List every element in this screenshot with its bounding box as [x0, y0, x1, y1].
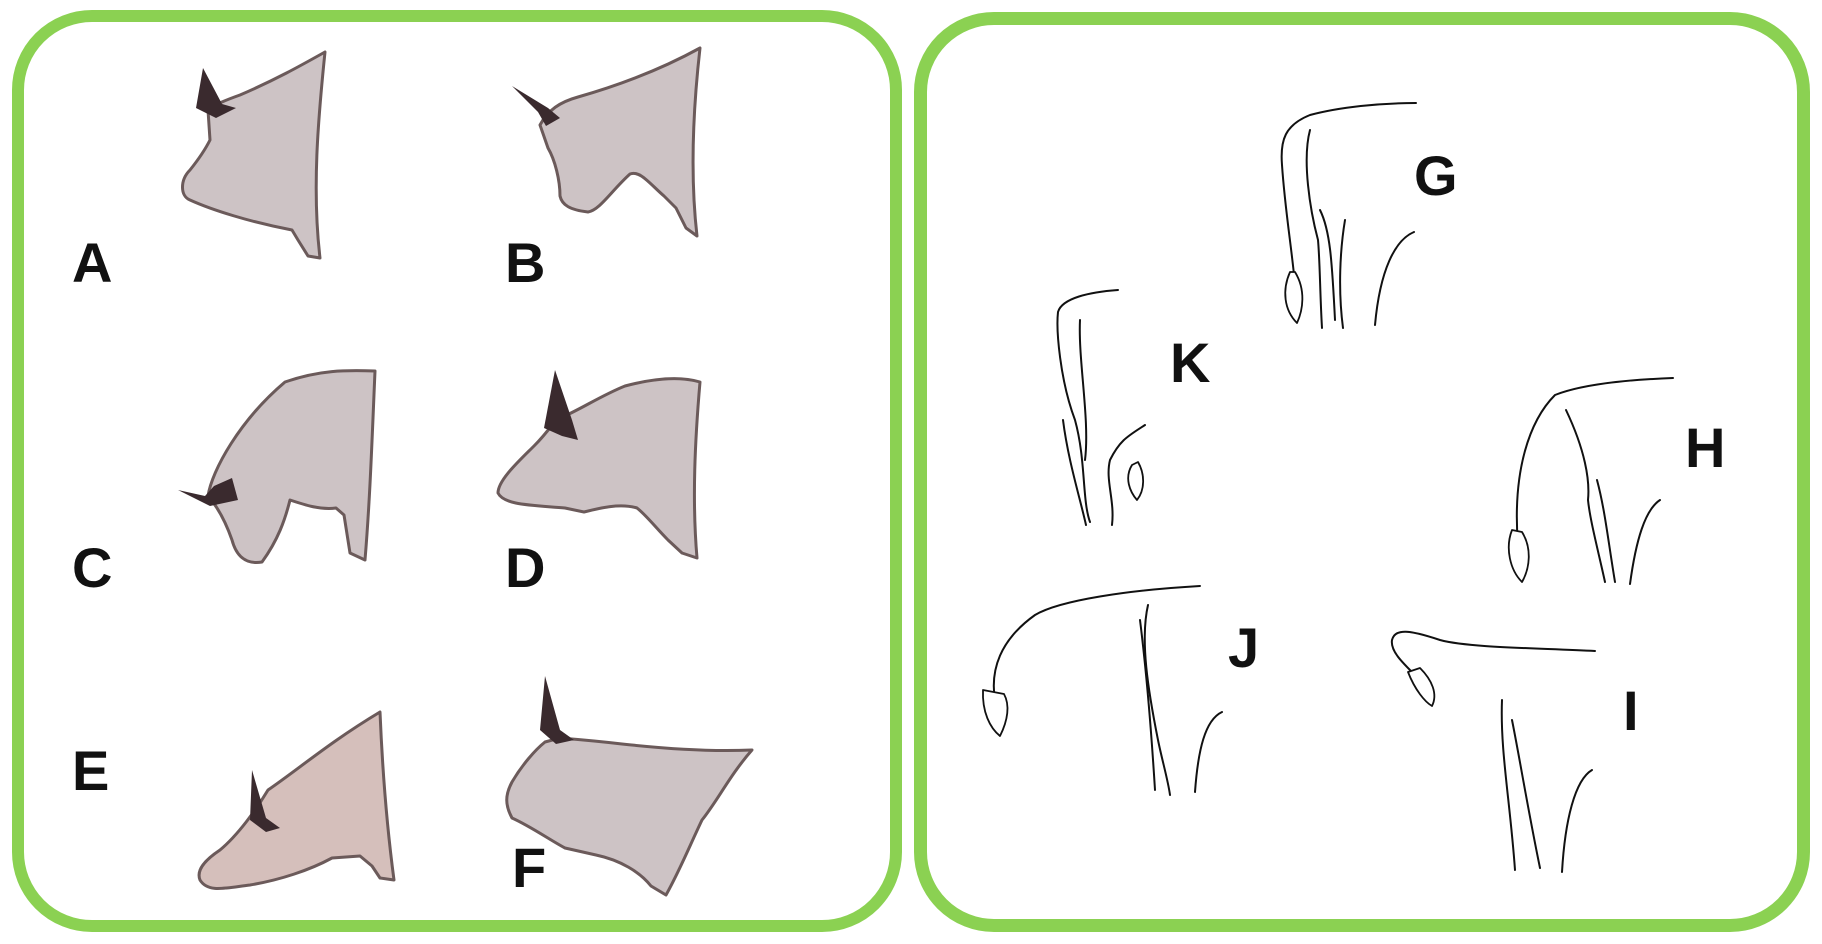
- figure-label-f: F: [512, 840, 546, 896]
- cow-tail-i-icon: [1392, 632, 1595, 872]
- figure-label-i: I: [1623, 683, 1639, 739]
- figure-label-c: C: [72, 540, 112, 596]
- figure-label-k: K: [1170, 335, 1210, 391]
- figure-label-b: B: [505, 235, 545, 291]
- figure-label-j: J: [1228, 620, 1259, 676]
- cow-tail-k-icon: [1058, 290, 1145, 525]
- cow-tail-j-icon: [983, 586, 1222, 795]
- cow-tail-h-icon: [1509, 378, 1673, 584]
- cow-tail-g-icon: [1282, 103, 1416, 328]
- figure-label-h: H: [1685, 420, 1725, 476]
- figure-label-g: G: [1414, 148, 1458, 204]
- figure-label-d: D: [505, 540, 545, 596]
- figure-label-e: E: [72, 743, 109, 799]
- figure-label-a: A: [72, 235, 112, 291]
